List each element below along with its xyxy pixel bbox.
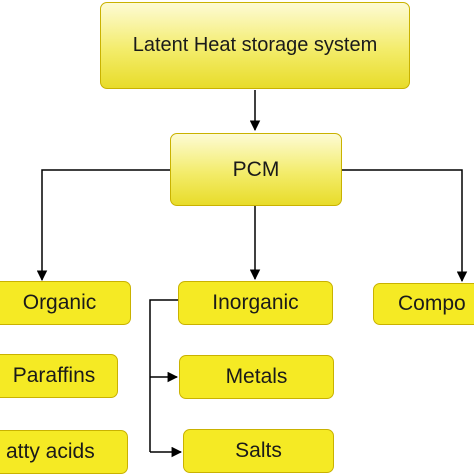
node-inorganic-label: Inorganic <box>212 291 299 314</box>
node-fatty-acids: atty acids <box>0 430 128 474</box>
node-metals: Metals <box>179 355 334 399</box>
node-metals-label: Metals <box>225 365 288 388</box>
node-pcm: PCM <box>170 133 342 206</box>
node-fatty-acids-label: atty acids <box>6 440 95 463</box>
node-paraffins-label: Paraffins <box>12 364 96 387</box>
node-salts: Salts <box>183 429 334 473</box>
node-composite: Compo <box>373 283 474 325</box>
node-salts-label: Salts <box>235 439 282 462</box>
node-root: Latent Heat storage system <box>100 2 410 89</box>
node-paraffins: Paraffins <box>0 354 118 398</box>
node-inorganic: Inorganic <box>178 281 333 325</box>
node-organic-label: Organic <box>22 291 97 314</box>
node-composite-label: Compo <box>398 292 466 315</box>
node-organic: Organic <box>0 281 131 325</box>
node-pcm-label: PCM <box>232 157 280 181</box>
edge-pcm-composite <box>342 169 468 283</box>
edge-inorganic-trunk <box>149 299 178 452</box>
node-root-label: Latent Heat storage system <box>132 34 378 56</box>
edge-pcm-organic <box>36 169 170 282</box>
